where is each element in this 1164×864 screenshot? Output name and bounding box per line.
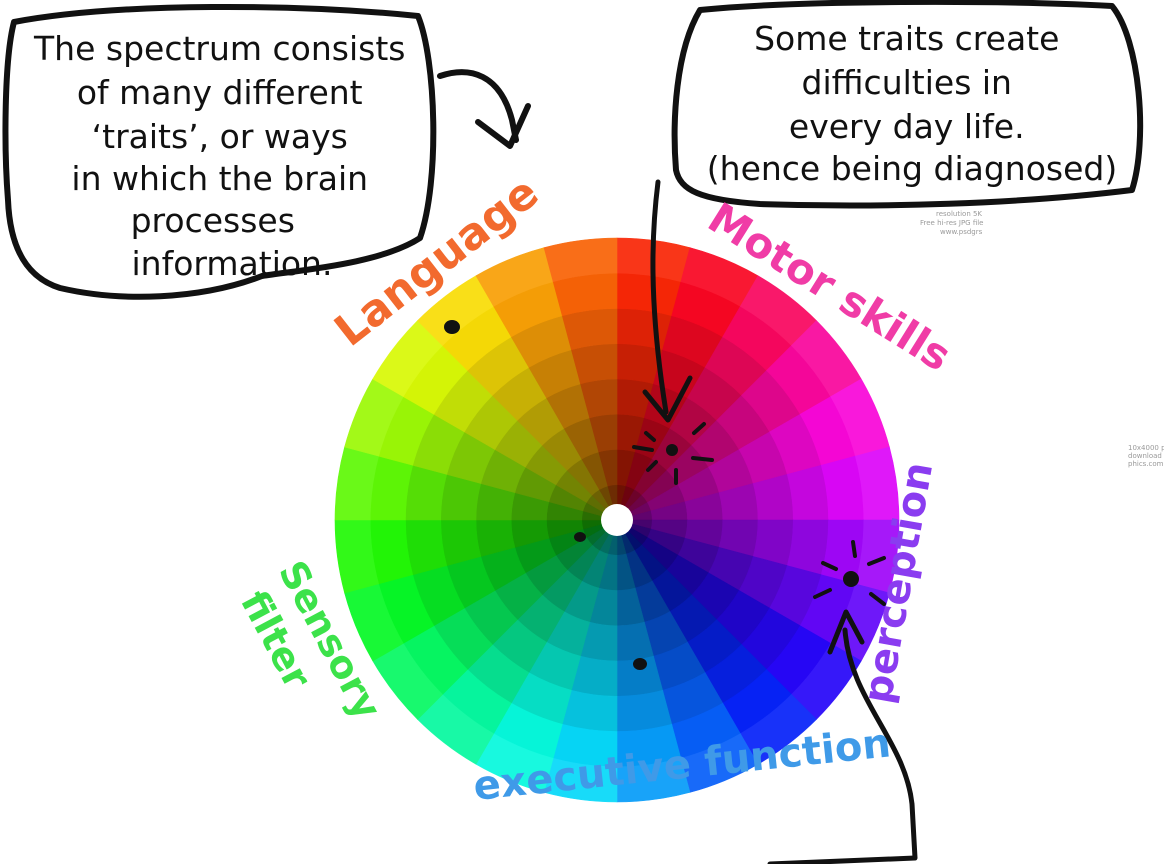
watermark-text: resolution 5K xyxy=(936,210,982,218)
bubble-left-line: The spectrum consists xyxy=(33,29,405,68)
watermark-text: phics.com xyxy=(1128,460,1164,468)
bubble-left-line: ‘traits’, or ways xyxy=(92,117,348,156)
bubble-right-line: every day life. xyxy=(789,107,1025,146)
wheel-segment xyxy=(786,519,829,576)
watermark-text: Free hi-res JPG file xyxy=(920,219,984,227)
trait-dot-language xyxy=(444,320,460,334)
trait-dot-center xyxy=(574,532,586,542)
wheel-segment xyxy=(616,308,673,351)
wheel-segment xyxy=(405,464,448,521)
wheel-segment xyxy=(561,308,618,351)
wheel-center-hole xyxy=(601,504,633,536)
bubble-right-line: difficulties in xyxy=(802,63,1012,102)
arrow-right-head xyxy=(642,375,693,423)
arrow-left-bubble xyxy=(437,69,519,143)
bubble-right-text: Some traits create difficulties in every… xyxy=(707,19,1117,188)
arrow-left-head xyxy=(475,103,531,149)
wheel-segment xyxy=(543,237,618,283)
burst-perception xyxy=(813,540,886,606)
watermark-text: download xyxy=(1128,452,1162,460)
speech-bubble-left xyxy=(2,3,437,300)
wheel-segment xyxy=(561,689,618,732)
bubble-left-text: The spectrum consists of many different … xyxy=(33,29,416,283)
speech-bubble-right xyxy=(671,0,1144,209)
bubble-left-line: processes xyxy=(131,201,295,240)
arrow-right-bubble xyxy=(650,179,669,415)
watermark-text: 10x4000 px xyxy=(1128,444,1164,452)
bubble-right-line: Some traits create xyxy=(754,19,1059,58)
bubble-left-line: in which the brain xyxy=(71,159,368,198)
watermark-text: www.psdgrs xyxy=(940,228,983,236)
wheel-segment xyxy=(405,519,448,576)
bubble-right-line: (hence being diagnosed) xyxy=(707,149,1117,188)
color-wheel xyxy=(334,237,900,803)
trait-dot-perception xyxy=(843,571,859,587)
arrow-perception xyxy=(767,627,918,864)
bubble-left-line: information. xyxy=(132,244,333,283)
wheel-segment xyxy=(786,464,829,521)
bubble-left-line: of many different xyxy=(77,73,363,112)
burst-motor xyxy=(632,422,714,485)
trait-dot-motor xyxy=(666,444,678,456)
wheel-segment xyxy=(616,689,673,732)
arrow-perception-head xyxy=(827,609,865,655)
trait-dot-executive xyxy=(633,658,647,670)
